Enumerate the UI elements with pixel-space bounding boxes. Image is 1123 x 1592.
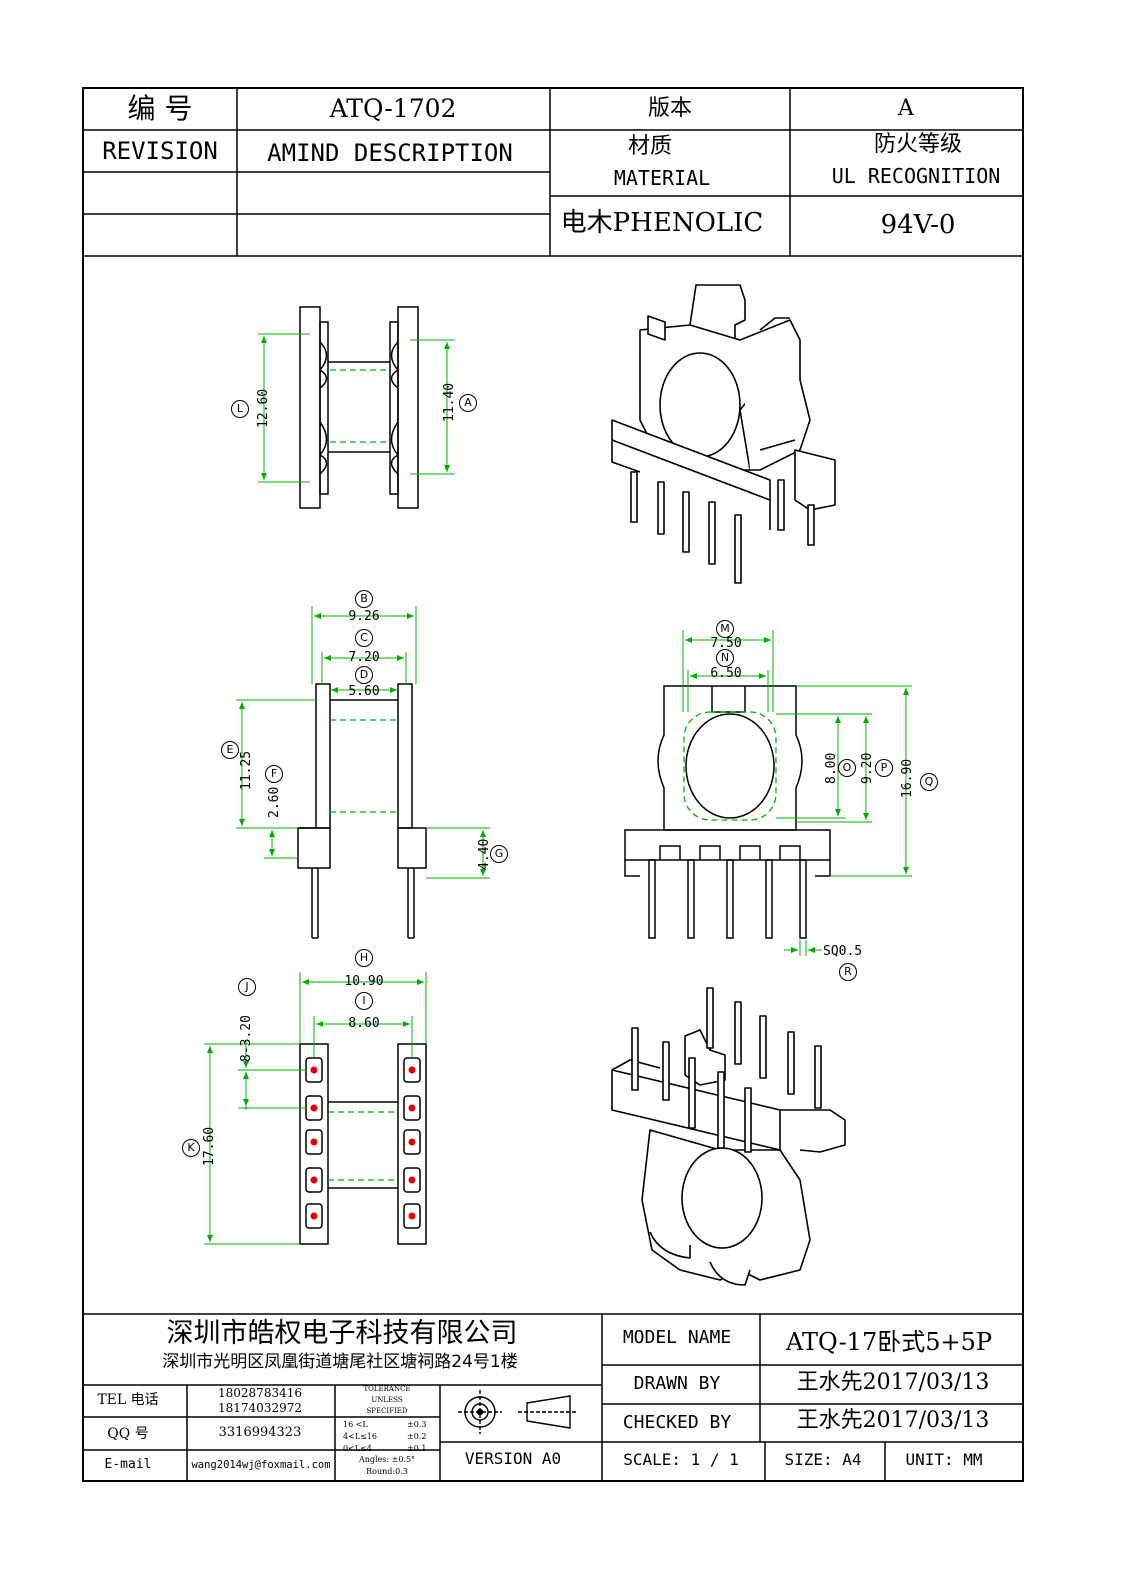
dim-J-value: 8-3.20	[239, 1015, 254, 1062]
tolerance-row1-range: 16 <L	[343, 1420, 368, 1429]
balloon-H: H	[355, 949, 373, 967]
front-view	[297, 683, 427, 939]
tel-label: TEL 电话	[97, 1392, 159, 1408]
dim-H-value: 10.90	[344, 974, 384, 989]
dim-O-value: 8.00	[824, 752, 839, 784]
balloon-I: I	[355, 992, 373, 1010]
tel-number-1: 18028783416	[218, 1386, 302, 1400]
amend-label: AMIND DESCRIPTION	[267, 139, 513, 167]
balloon-A: A	[459, 394, 477, 412]
dim-E-value: 11.25	[239, 750, 254, 790]
top-view-dims	[258, 333, 455, 483]
balloon-G: G	[490, 845, 508, 863]
fire-rating-value: 94V-0	[880, 210, 956, 240]
checked-by-value: 王水先2017/03/13	[796, 1408, 990, 1433]
balloon-O: O	[838, 759, 856, 777]
fire-cn-label: 防火等级	[873, 132, 963, 157]
front-view-hidden	[330, 719, 398, 813]
dim-G-value: 4.40	[477, 838, 492, 870]
drawn-by-label: DRAWN BY	[633, 1373, 721, 1394]
side-view-hidden	[683, 711, 777, 821]
company-name: 深圳市皓权电子科技有限公司	[166, 1318, 518, 1349]
tolerance-angles: Angles: ±0.5°	[358, 1455, 416, 1464]
tolerance-title-3: SPECIFIED	[366, 1407, 408, 1415]
dim-P-value: 9.20	[860, 752, 875, 784]
drawn-by-value: 王水先2017/03/13	[796, 1370, 990, 1395]
balloon-E: E	[221, 741, 239, 759]
tolerance-title-1: TOLERANCE	[363, 1385, 411, 1393]
tel-number-2: 18174032972	[218, 1401, 302, 1415]
dim-K-value: 17.60	[202, 1126, 217, 1166]
tolerance-row2-value: ±0.2	[407, 1432, 427, 1441]
balloon-L: L	[231, 400, 249, 418]
tolerance-row2-range: 4<L≤16	[343, 1432, 377, 1441]
dim-I-value: 8.60	[348, 1016, 380, 1031]
top-view	[299, 306, 419, 509]
balloon-K: K	[182, 1139, 200, 1157]
revision-label: REVISION	[102, 137, 218, 165]
model-name-value: ATQ-17卧式5+5P	[785, 1328, 993, 1356]
version-label: 版本	[647, 96, 693, 121]
balloon-F: F	[265, 765, 283, 783]
balloon-J: J	[238, 978, 256, 996]
version-code: VERSION A0	[464, 1449, 562, 1468]
balloon-M: M	[716, 620, 734, 638]
tolerance-row3-value: ±0.1	[407, 1444, 427, 1453]
balloon-Q: Q	[920, 773, 938, 791]
balloon-B: B	[355, 590, 373, 608]
dim-Q-value: 16.90	[900, 758, 915, 798]
material-cn-label: 材质	[627, 134, 673, 159]
dim-A-value: 11.40	[442, 382, 457, 422]
dim-R-value: SQ0.5	[823, 944, 863, 959]
side-view	[624, 685, 831, 939]
fire-en-label: UL RECOGNITION	[831, 164, 1001, 188]
dim-C-value: 7.20	[348, 650, 380, 665]
code-label: 编 号	[127, 92, 193, 125]
dim-M-value: 7.50	[710, 636, 742, 651]
bottom-view	[299, 1043, 427, 1245]
dim-N-value: 6.50	[710, 666, 742, 681]
front-view-dims	[236, 606, 490, 879]
qq-number: 3316994323	[218, 1425, 302, 1440]
bottom-view-pins	[310, 1066, 416, 1220]
frame-border	[82, 87, 1024, 1482]
sheet-size-value: SIZE: A4	[784, 1450, 862, 1469]
unit-value: UNIT: MM	[905, 1450, 983, 1469]
company-address: 深圳市光明区凤凰街道塘尾社区塘祠路24号1楼	[162, 1352, 518, 1372]
email-label: E-mail	[104, 1457, 152, 1472]
scale-value: SCALE: 1 / 1	[623, 1450, 739, 1469]
email-address: wang2014wj@foxmail.com	[191, 1459, 331, 1471]
dim-F-value: 2.60	[267, 786, 282, 818]
tolerance-row3-range: 0<L≤4	[343, 1444, 372, 1453]
isometric-view-2	[611, 987, 846, 1286]
model-name-label: MODEL NAME	[622, 1327, 732, 1348]
tolerance-row1-value: ±0.3	[407, 1420, 427, 1429]
balloon-R: R	[839, 963, 857, 981]
material-en-label: MATERIAL	[613, 166, 711, 190]
footer-grid	[83, 1313, 1023, 1481]
qq-label: QQ 号	[107, 1426, 149, 1442]
material-value: 电木PHENOLIC	[560, 208, 764, 238]
projection-symbol-icon	[458, 1390, 578, 1434]
balloon-P: P	[875, 759, 893, 777]
balloon-N: N	[716, 649, 734, 667]
balloon-D: D	[355, 666, 373, 684]
checked-by-label: CHECKED BY	[622, 1412, 732, 1433]
title-block-grid	[83, 88, 1023, 257]
version-value: A	[898, 96, 914, 121]
dim-D-value: 5.60	[348, 684, 380, 699]
balloon-C: C	[355, 629, 373, 647]
tolerance-round: Round:0.3	[366, 1467, 408, 1476]
dim-B-value: 9.26	[348, 609, 380, 624]
bottom-view-dims	[204, 972, 427, 1245]
tolerance-title-2: UNLESS	[371, 1396, 403, 1404]
dim-L-value: 12.60	[256, 388, 271, 428]
top-view-hidden	[330, 369, 388, 443]
bottom-view-hidden	[328, 1111, 398, 1181]
isometric-view-1	[611, 284, 836, 584]
part-number: ATQ-1702	[329, 94, 457, 123]
